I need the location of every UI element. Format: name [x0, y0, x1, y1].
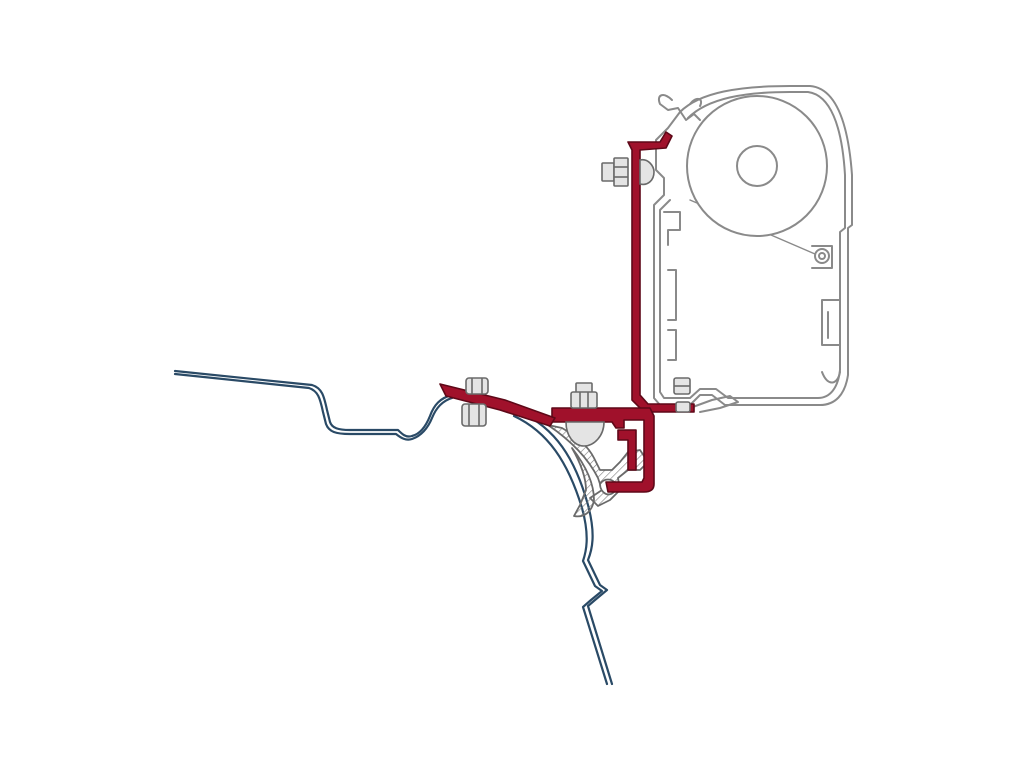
pillar-outer — [518, 410, 614, 686]
awning-side-channel — [821, 299, 841, 384]
awning-housing-inner — [659, 91, 846, 399]
roof-line-inner — [173, 372, 454, 441]
bolt-upper — [601, 157, 655, 187]
bracket-base-plate — [551, 407, 655, 493]
lead-rail-roller-inner — [818, 252, 826, 260]
roof-rail-lower — [571, 447, 595, 518]
bracket-vertical-plate — [627, 131, 695, 413]
bracket-hook — [617, 429, 637, 471]
lead-rail-bracket — [811, 245, 833, 269]
bolt-middle — [565, 382, 605, 447]
awning-lower-lip — [689, 395, 739, 413]
bracket-angled-arm — [439, 383, 556, 427]
bolt-left — [461, 377, 489, 427]
awning-inner-channel — [663, 211, 681, 361]
awning-top-hook — [658, 94, 701, 121]
roof-line-outer — [173, 369, 454, 438]
roller-axle — [736, 145, 778, 187]
bolt-lower-right — [673, 377, 691, 413]
awning-top-hook-2 — [689, 98, 702, 107]
lead-rail-roller — [814, 248, 830, 264]
awning-roller — [686, 95, 828, 237]
